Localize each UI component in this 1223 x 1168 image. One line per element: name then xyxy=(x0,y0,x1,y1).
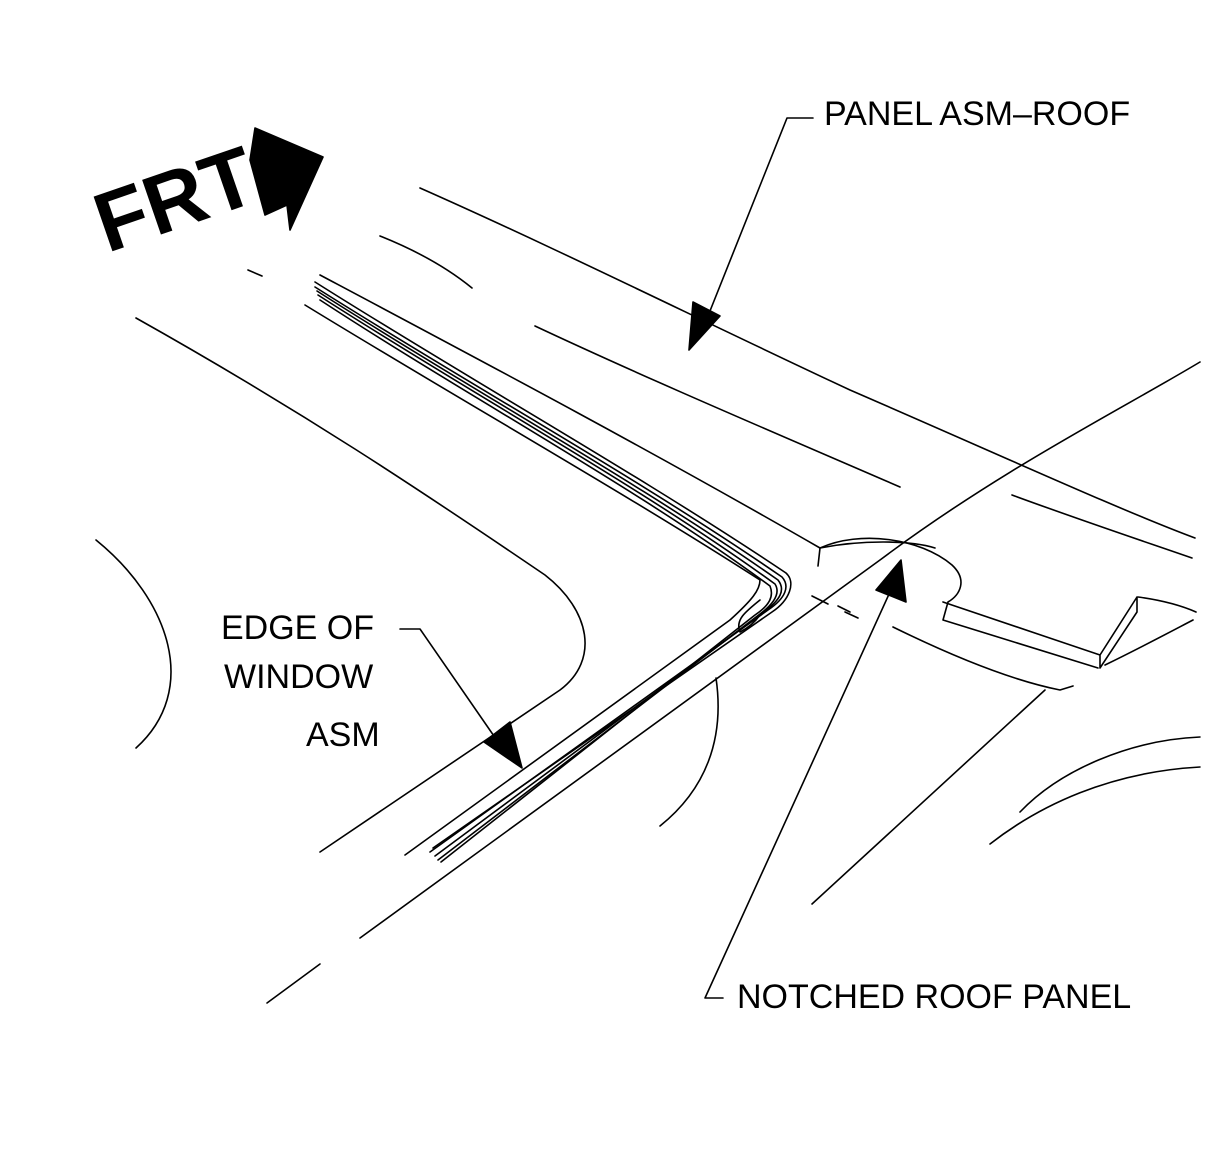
window-edge-callout-line-1: EDGE OF xyxy=(221,609,375,647)
window-molding-strip xyxy=(317,291,782,856)
window-molding-strip xyxy=(315,282,791,848)
roof-panel-leader-line xyxy=(700,118,813,336)
pillar-line xyxy=(267,964,320,1003)
window-molding-strip xyxy=(320,300,771,862)
window-edge-leader-line xyxy=(400,629,505,752)
window-molding-strip xyxy=(739,600,760,632)
windshield-outline xyxy=(136,318,585,852)
front-direction-arrow-icon xyxy=(249,127,324,231)
window-molding-strip xyxy=(318,295,777,860)
window-edge-callout-line-2: WINDOW xyxy=(224,658,374,696)
body-contour-line xyxy=(812,690,1045,904)
notched-panel-leader-line xyxy=(705,592,890,998)
pillar-line xyxy=(812,596,858,618)
window-molding-strip xyxy=(315,287,786,852)
windshield-reflection xyxy=(96,540,171,748)
pillar-line xyxy=(360,362,1200,938)
body-contour-line xyxy=(990,767,1200,844)
body-contour-line xyxy=(1020,737,1200,812)
roof-panel-flange-lower xyxy=(1138,597,1196,612)
roof-contour-line xyxy=(380,236,472,288)
roof-panel-edge xyxy=(320,275,935,548)
roof-contour-line xyxy=(420,188,1195,538)
pillar-line xyxy=(660,678,718,826)
roof-contour-line xyxy=(1012,495,1192,558)
roof-panel-flange xyxy=(943,597,1137,668)
roof-contour-line xyxy=(248,270,262,276)
window-edge-leader-arrow-icon xyxy=(483,721,523,769)
roof-panel-callout: PANEL ASM–ROOF xyxy=(824,95,1131,133)
notched-panel-leader-arrow-icon xyxy=(875,559,907,603)
roof-contour-line xyxy=(535,326,900,487)
roof-panel-notch xyxy=(818,538,1098,668)
window-edge-callout-line-3: ASM xyxy=(306,716,380,754)
notched-panel-callout: NOTCHED ROOF PANEL xyxy=(737,978,1132,1016)
window-molding-strip xyxy=(305,305,760,855)
roof-panel-flange-lower xyxy=(893,627,1073,690)
roof-panel-leader-arrow-icon xyxy=(688,301,721,351)
roof-panel-flange-lower xyxy=(1105,620,1193,665)
